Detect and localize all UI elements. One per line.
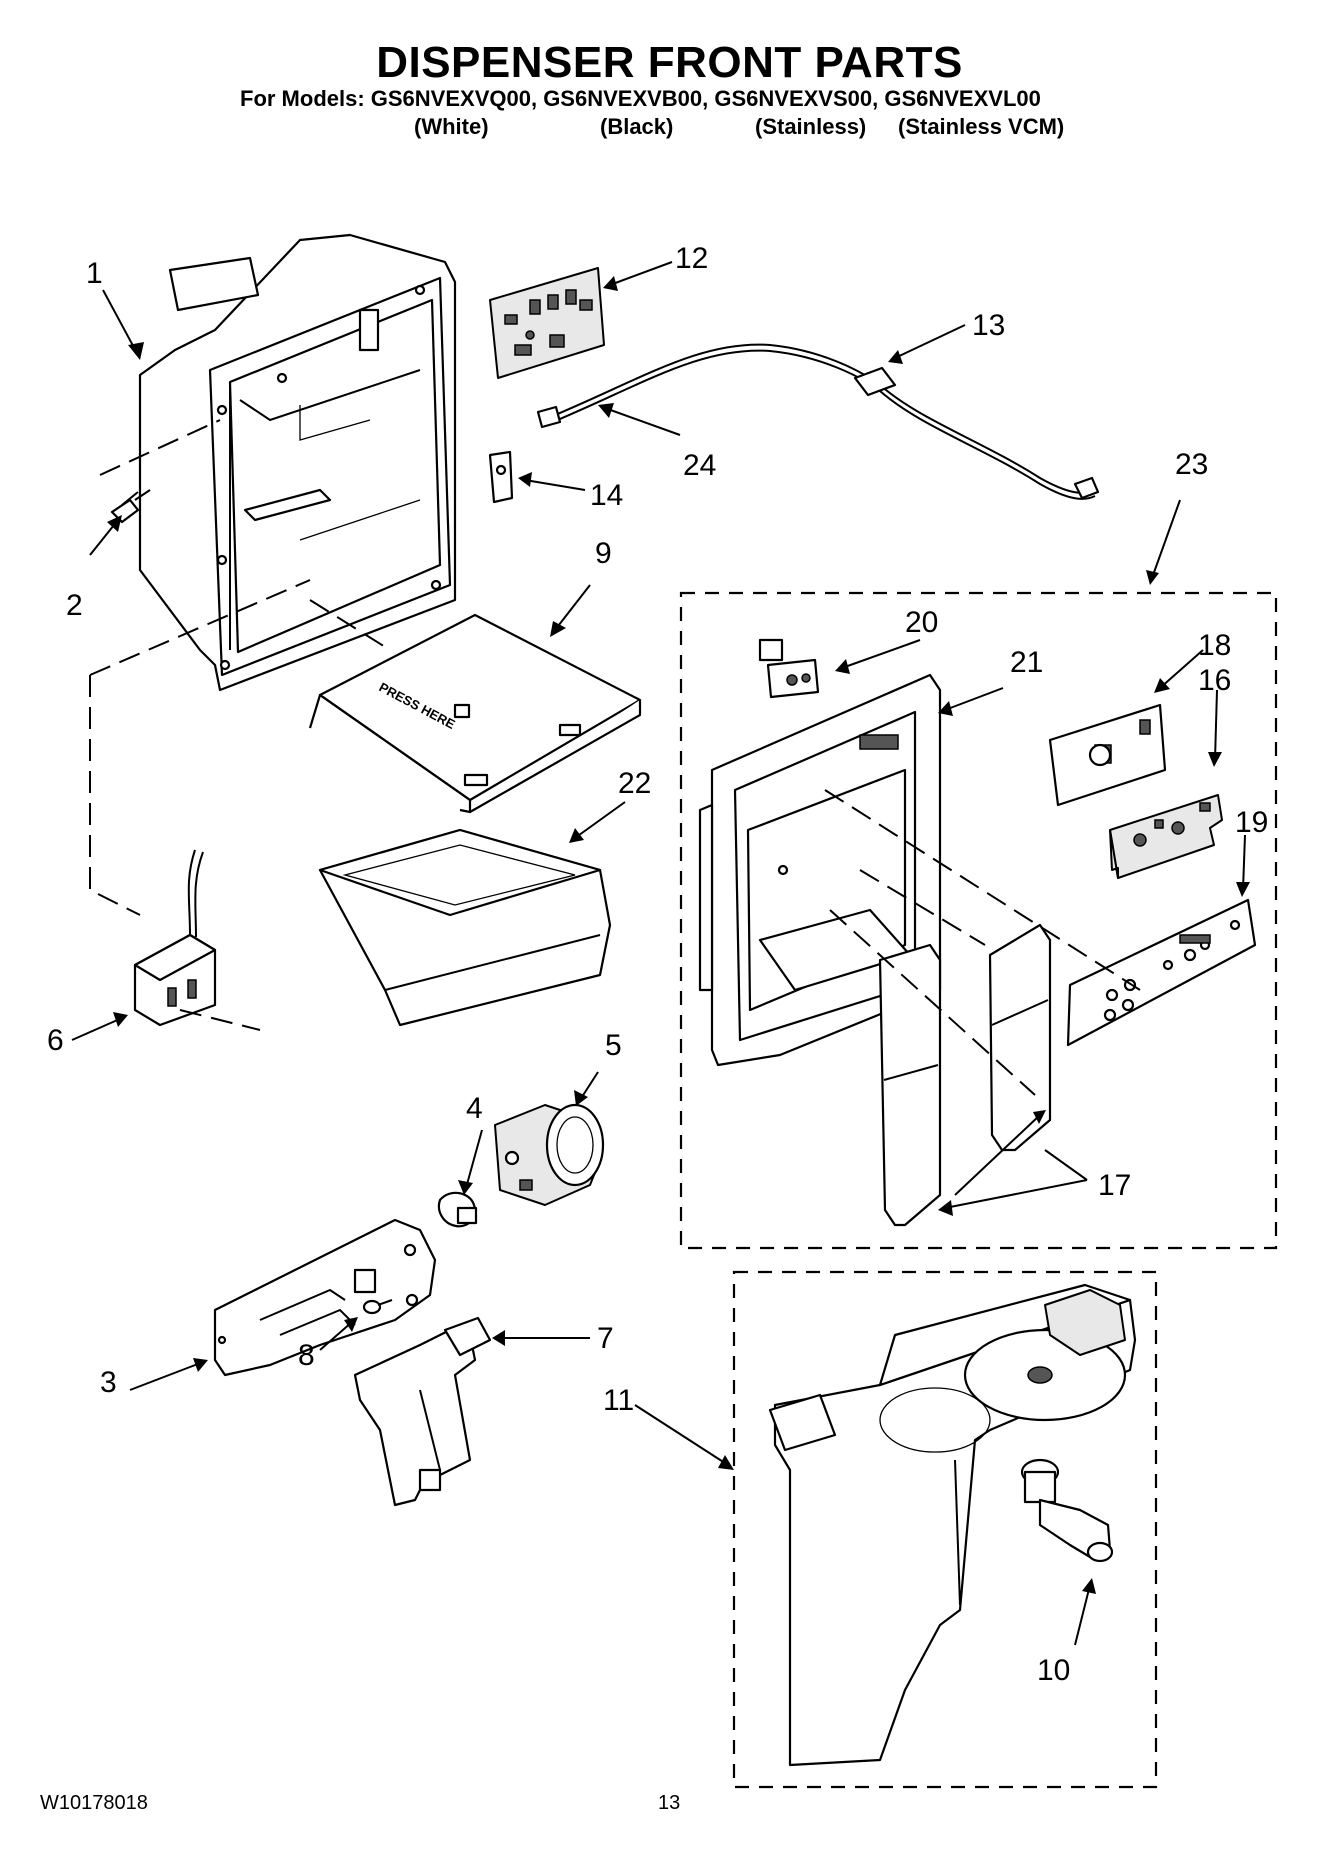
callout-18: 18 <box>1198 629 1231 662</box>
part-18-ui-board-cover <box>1048 703 1167 807</box>
callout-22: 22 <box>618 767 651 800</box>
variant-white: (White) <box>414 114 489 139</box>
page-title: DISPENSER FRONT PARTS <box>376 38 963 87</box>
part-8-pin <box>362 1299 393 1315</box>
callout-14: 14 <box>590 479 623 512</box>
callout-17: 17 <box>1098 1169 1131 1202</box>
callout-4: 4 <box>466 1092 483 1125</box>
callout-23: 23 <box>1175 448 1208 481</box>
part-22-drip-tray <box>318 828 612 1027</box>
part-11-assembly-box <box>732 1270 1158 1789</box>
part-13-wire-harness <box>536 343 1100 500</box>
variant-stainless: (Stainless) <box>755 114 867 139</box>
callout-8: 8 <box>298 1339 315 1372</box>
callout-5: 5 <box>605 1029 622 1062</box>
callout-19: 19 <box>1235 806 1268 839</box>
document-number: W10178018 <box>40 1792 148 1814</box>
callout-9: 9 <box>595 537 612 570</box>
callout-10: 10 <box>1037 1654 1070 1687</box>
callout-7: 7 <box>597 1322 614 1355</box>
callout-24: 24 <box>683 449 716 482</box>
variant-black: (Black) <box>600 114 674 139</box>
part-17-paddles <box>878 923 1052 1227</box>
part-3-bracket <box>213 1218 437 1377</box>
part-20-sensor <box>758 638 820 699</box>
callout-leaders <box>71 261 1250 1646</box>
callout-20: 20 <box>905 606 938 639</box>
part-4-actuator <box>437 1191 478 1228</box>
page-number: 13 <box>658 1792 681 1814</box>
callout-21: 21 <box>1010 646 1043 679</box>
part-7-lever <box>353 1316 492 1507</box>
callout-11: 11 <box>603 1384 634 1417</box>
callout-3: 3 <box>100 1366 117 1399</box>
callout-2: 2 <box>66 589 83 622</box>
part-6-switch <box>133 849 217 1027</box>
part-10-water-spout <box>1020 1458 1114 1563</box>
callout-16: 16 <box>1198 664 1231 697</box>
part-11-chute-housing <box>768 1283 1137 1767</box>
model-list: For Models: GS6NVEXVQ00, GS6NVEXVB00, GS… <box>240 86 1041 111</box>
part-16-ui-board <box>1109 794 1223 879</box>
assembly-leaders-right <box>824 789 1141 1096</box>
variant-stainless-vcm: (Stainless VCM) <box>898 114 1065 139</box>
part-5-auger-motor <box>494 1103 605 1206</box>
callout-1: 1 <box>86 257 103 290</box>
part-21-dispenser-housing <box>698 673 942 1067</box>
assembly-leaders-left <box>89 419 391 1031</box>
callout-numbers: 1 2 3 4 5 6 7 8 9 10 11 12 13 14 16 17 1… <box>47 242 1268 1687</box>
part-19-control-overlay <box>1066 898 1257 1047</box>
callout-12: 12 <box>675 242 708 275</box>
part-23-assembly-box <box>679 591 1278 1250</box>
part-14-clip <box>488 450 514 504</box>
callout-13: 13 <box>972 309 1005 342</box>
callout-6: 6 <box>47 1024 64 1057</box>
part-9-shelf: PRESS HERE <box>308 613 642 814</box>
part-1-housing <box>138 233 457 692</box>
part-12-control-board <box>489 267 605 379</box>
